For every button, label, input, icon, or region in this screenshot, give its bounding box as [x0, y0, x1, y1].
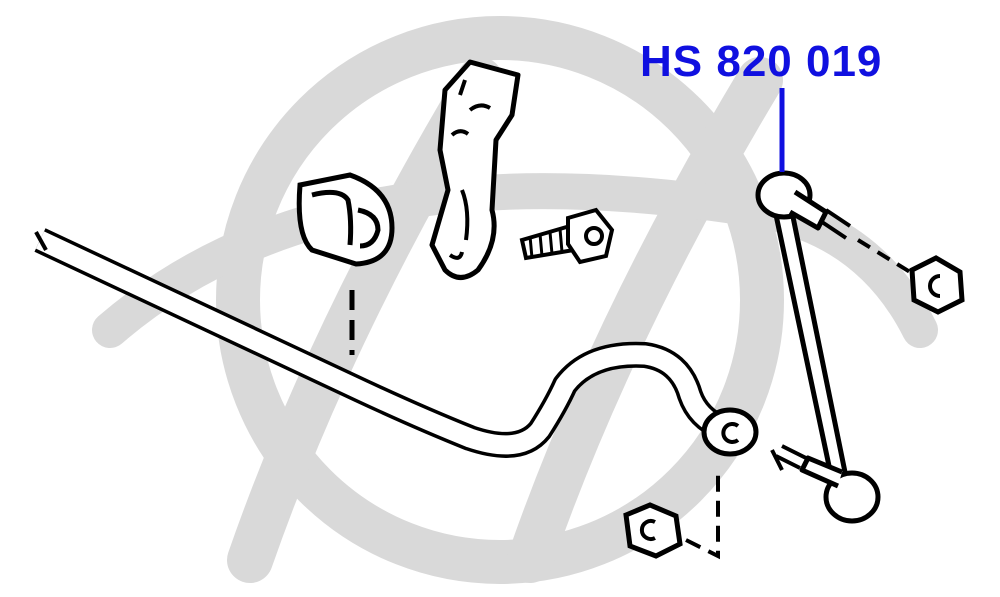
watermark-ring: [216, 16, 784, 584]
bar-end-eye: [701, 407, 759, 457]
link-upper-ball-joint: [755, 170, 852, 240]
lower-nut-guide-line: [685, 470, 720, 560]
stabilizer-link: [755, 170, 881, 524]
part-number-label: HS 820 019: [640, 37, 883, 86]
bracket-bolt: [519, 207, 615, 265]
watermark-h-right-stroke: [507, 57, 783, 583]
stabilizer-bushing: [296, 172, 395, 267]
link-nut-upper: [909, 255, 965, 315]
link-nut-lower: [623, 502, 683, 559]
bar-end-cap: [34, 231, 48, 251]
link-lower-ball-joint: [770, 444, 881, 524]
bushing-bracket: [429, 59, 521, 280]
upper-nut-guide-line: [856, 238, 912, 274]
watermark-swash: [92, 173, 938, 348]
stabilizer-bar: [34, 228, 759, 458]
